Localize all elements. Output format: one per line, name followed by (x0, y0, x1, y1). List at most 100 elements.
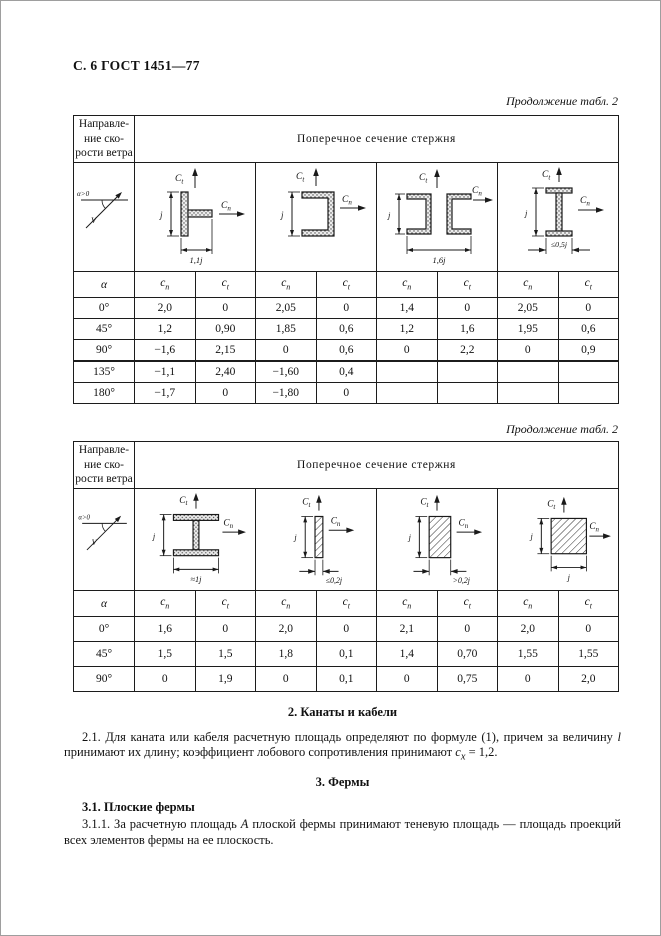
paragraph-2-1: 2.1. Для каната или кабеля расчетную пло… (64, 730, 621, 765)
alpha-value-cell: 90° (73, 666, 135, 692)
width-dimension: ≈1j (173, 557, 219, 584)
section-outline (301, 190, 335, 237)
alpha-value-cell: 0° (73, 297, 135, 319)
cn-label: Сn (342, 195, 352, 207)
j-label: j (152, 532, 156, 541)
coef-value-cell: 1,4 (376, 641, 438, 667)
coef-value-cell: 1,4 (376, 297, 438, 319)
coef-value-cell: 0 (376, 666, 438, 692)
j-label: j (293, 533, 297, 542)
wind-header-line: ние ско- (84, 458, 124, 471)
width-dimension: 1,6j (406, 235, 472, 265)
cn-label: Сn (580, 196, 590, 208)
j-label: j (524, 208, 528, 218)
coef-value-cell (376, 382, 438, 404)
coef-value-cell: 1,95 (497, 318, 559, 340)
section-2-title: 2. Канаты и кабели (287, 705, 398, 719)
coef-value-cell (497, 360, 559, 383)
coef-value-cell: 0,6 (315, 318, 377, 340)
coef-value-cell: 0 (436, 616, 498, 642)
wind-header-line: Направле- (78, 117, 130, 130)
coef-value-cell: 2,0 (255, 616, 317, 642)
coef-header-row: α сn сt сn сt сn сt сn сt (73, 271, 619, 298)
width-dimension: >0,2j (413, 559, 470, 585)
section-outline (446, 192, 472, 235)
paragraph-text: принимают их длину; коэффициент лобового… (64, 745, 456, 759)
coef-value-cell: 2,0 (134, 297, 196, 319)
j-label: j (159, 210, 163, 220)
width-dimension: 1,1j (180, 218, 213, 265)
coefficients-table-2: Направле- ние ско- рости ветра Поперечно… (73, 441, 619, 692)
width-dimension: j (550, 555, 587, 582)
coef-value-cell: 0,75 (436, 666, 498, 692)
height-dimension: j (152, 513, 172, 556)
coef-value-cell: 0 (255, 339, 317, 362)
section-3-title: 3. Фермы (315, 775, 370, 790)
dim-label: ≤0,2j (326, 576, 342, 585)
cn-arrow: Сn (578, 196, 604, 213)
coef-value-cell: 1,2 (376, 318, 438, 340)
alpha-gt-label: α>0 (77, 190, 90, 198)
square-profile-diagram: Сt Сn j (530, 496, 611, 582)
cn-label: Сn (221, 201, 231, 213)
ct-label: Сt (547, 499, 556, 510)
cn-arrow: Сn (219, 201, 245, 217)
cn-label: Сn (223, 518, 233, 529)
coef-value-cell: 0 (134, 666, 196, 692)
j-label: j (530, 532, 534, 541)
coef-value-cell: 0 (194, 616, 256, 642)
paragraph-text: 2.1. Для каната или кабеля расчетную пло… (82, 729, 618, 744)
ct-label: Сt (302, 497, 311, 508)
cn-label: Сn (589, 522, 599, 533)
coef-value-cell: 0,70 (436, 641, 498, 667)
coef-value-cell: −1,7 (134, 382, 196, 404)
coef-header-cell: сt (557, 271, 619, 298)
alpha-value-cell: 90° (73, 339, 135, 362)
section-outline (180, 190, 189, 237)
coef-value-cell (497, 382, 559, 404)
cross-section-header: Поперечное сечение стержня (134, 441, 619, 489)
coef-value-cell: 1,9 (194, 666, 256, 692)
cn-arrow: Сn (472, 186, 493, 203)
coef-header-cell: сn (376, 271, 438, 298)
paragraph-text: 3.1.1. За расчетную площадь (82, 817, 241, 832)
body-text: 2. Канаты и кабели 2.1. Для каната или к… (64, 705, 621, 857)
coef-value-cell (376, 360, 438, 383)
coef-value-cell: 1,8 (255, 641, 317, 667)
wind-direction-header: Направле- ние ско- рости ветра (73, 441, 135, 489)
coef-value-cell: 0 (194, 382, 256, 404)
cn-arrow: Сn (328, 516, 355, 533)
cn-arrow: Сn (222, 518, 246, 535)
section-outline (314, 515, 324, 558)
symbol-c-subscript: х (460, 751, 466, 763)
ct-arrow: Сt (547, 496, 567, 513)
coefficients-table-1: Направле- ние ско- рости ветра Поперечно… (73, 115, 619, 404)
coef-header-cell: сt (436, 590, 498, 617)
coef-header-cell: сn (255, 590, 317, 617)
coef-value-cell: 1,5 (134, 641, 196, 667)
wind-angle-diagram: α>0 V (77, 190, 128, 229)
coef-value-cell: 1,55 (497, 641, 559, 667)
page-header: С. 6 ГОСТ 1451—77 (73, 58, 200, 73)
tee-profile-diagram: Сt Сn j (159, 167, 245, 265)
cross-section-header: Поперечное сечение стержня (134, 115, 619, 163)
coef-header-cell: сn (134, 590, 196, 617)
coef-value-cell (557, 360, 619, 383)
coef-value-cell: 0,90 (194, 318, 256, 340)
dim-label: j (567, 573, 571, 582)
height-dimension: j (293, 515, 314, 558)
j-label: j (280, 210, 284, 220)
coef-value-cell: 2,05 (255, 297, 317, 319)
coef-header-row: α сn сt сn сt сn сt сn сt (73, 590, 619, 617)
coef-value-cell: 2,0 (497, 616, 559, 642)
paragraph-3-1-1: 3.1.1. За расчетную площадь А плоской фе… (64, 817, 621, 848)
alpha-value-cell: 45° (73, 641, 135, 667)
coef-value-cell: 0 (315, 382, 377, 404)
ct-label: Сt (296, 172, 305, 184)
wind-angle-diagram: α>0 V (78, 515, 127, 551)
section-3-1-title: 3.1. Плоские фермы (82, 799, 195, 814)
